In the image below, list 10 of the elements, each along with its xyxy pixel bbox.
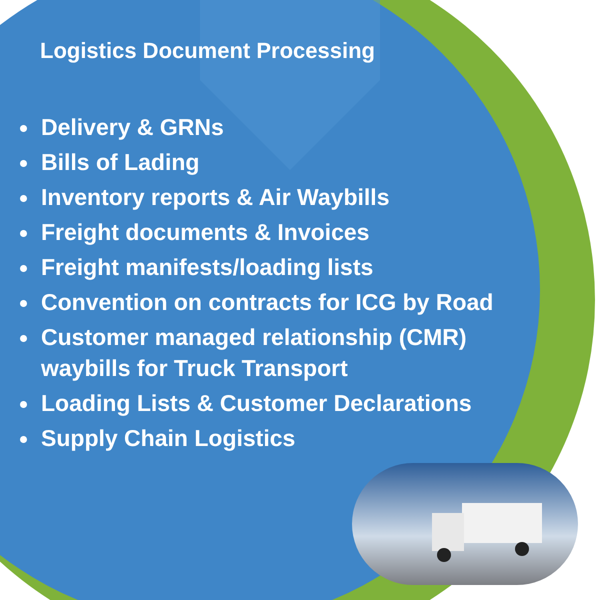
title: Logistics Document Processing — [40, 38, 375, 64]
list-item-text: Loading Lists & Customer Declarations — [41, 389, 473, 418]
list-item-text: Freight manifests/loading lists — [41, 253, 374, 282]
list-item-text: Delivery & GRNs — [41, 113, 225, 142]
list-item-text: Convention on contracts for ICG by Road — [41, 288, 494, 317]
list-item-text: Supply Chain Logistics — [41, 424, 296, 453]
list-item-text: Freight documents & Invoices — [41, 218, 370, 247]
list-item-text: Bills of Lading — [41, 148, 200, 177]
list-item-text: Customer managed relationship (CMR) waybills for Truck Transport — [41, 323, 468, 383]
list-item-text: Inventory reports & Air Waybills — [41, 183, 390, 212]
